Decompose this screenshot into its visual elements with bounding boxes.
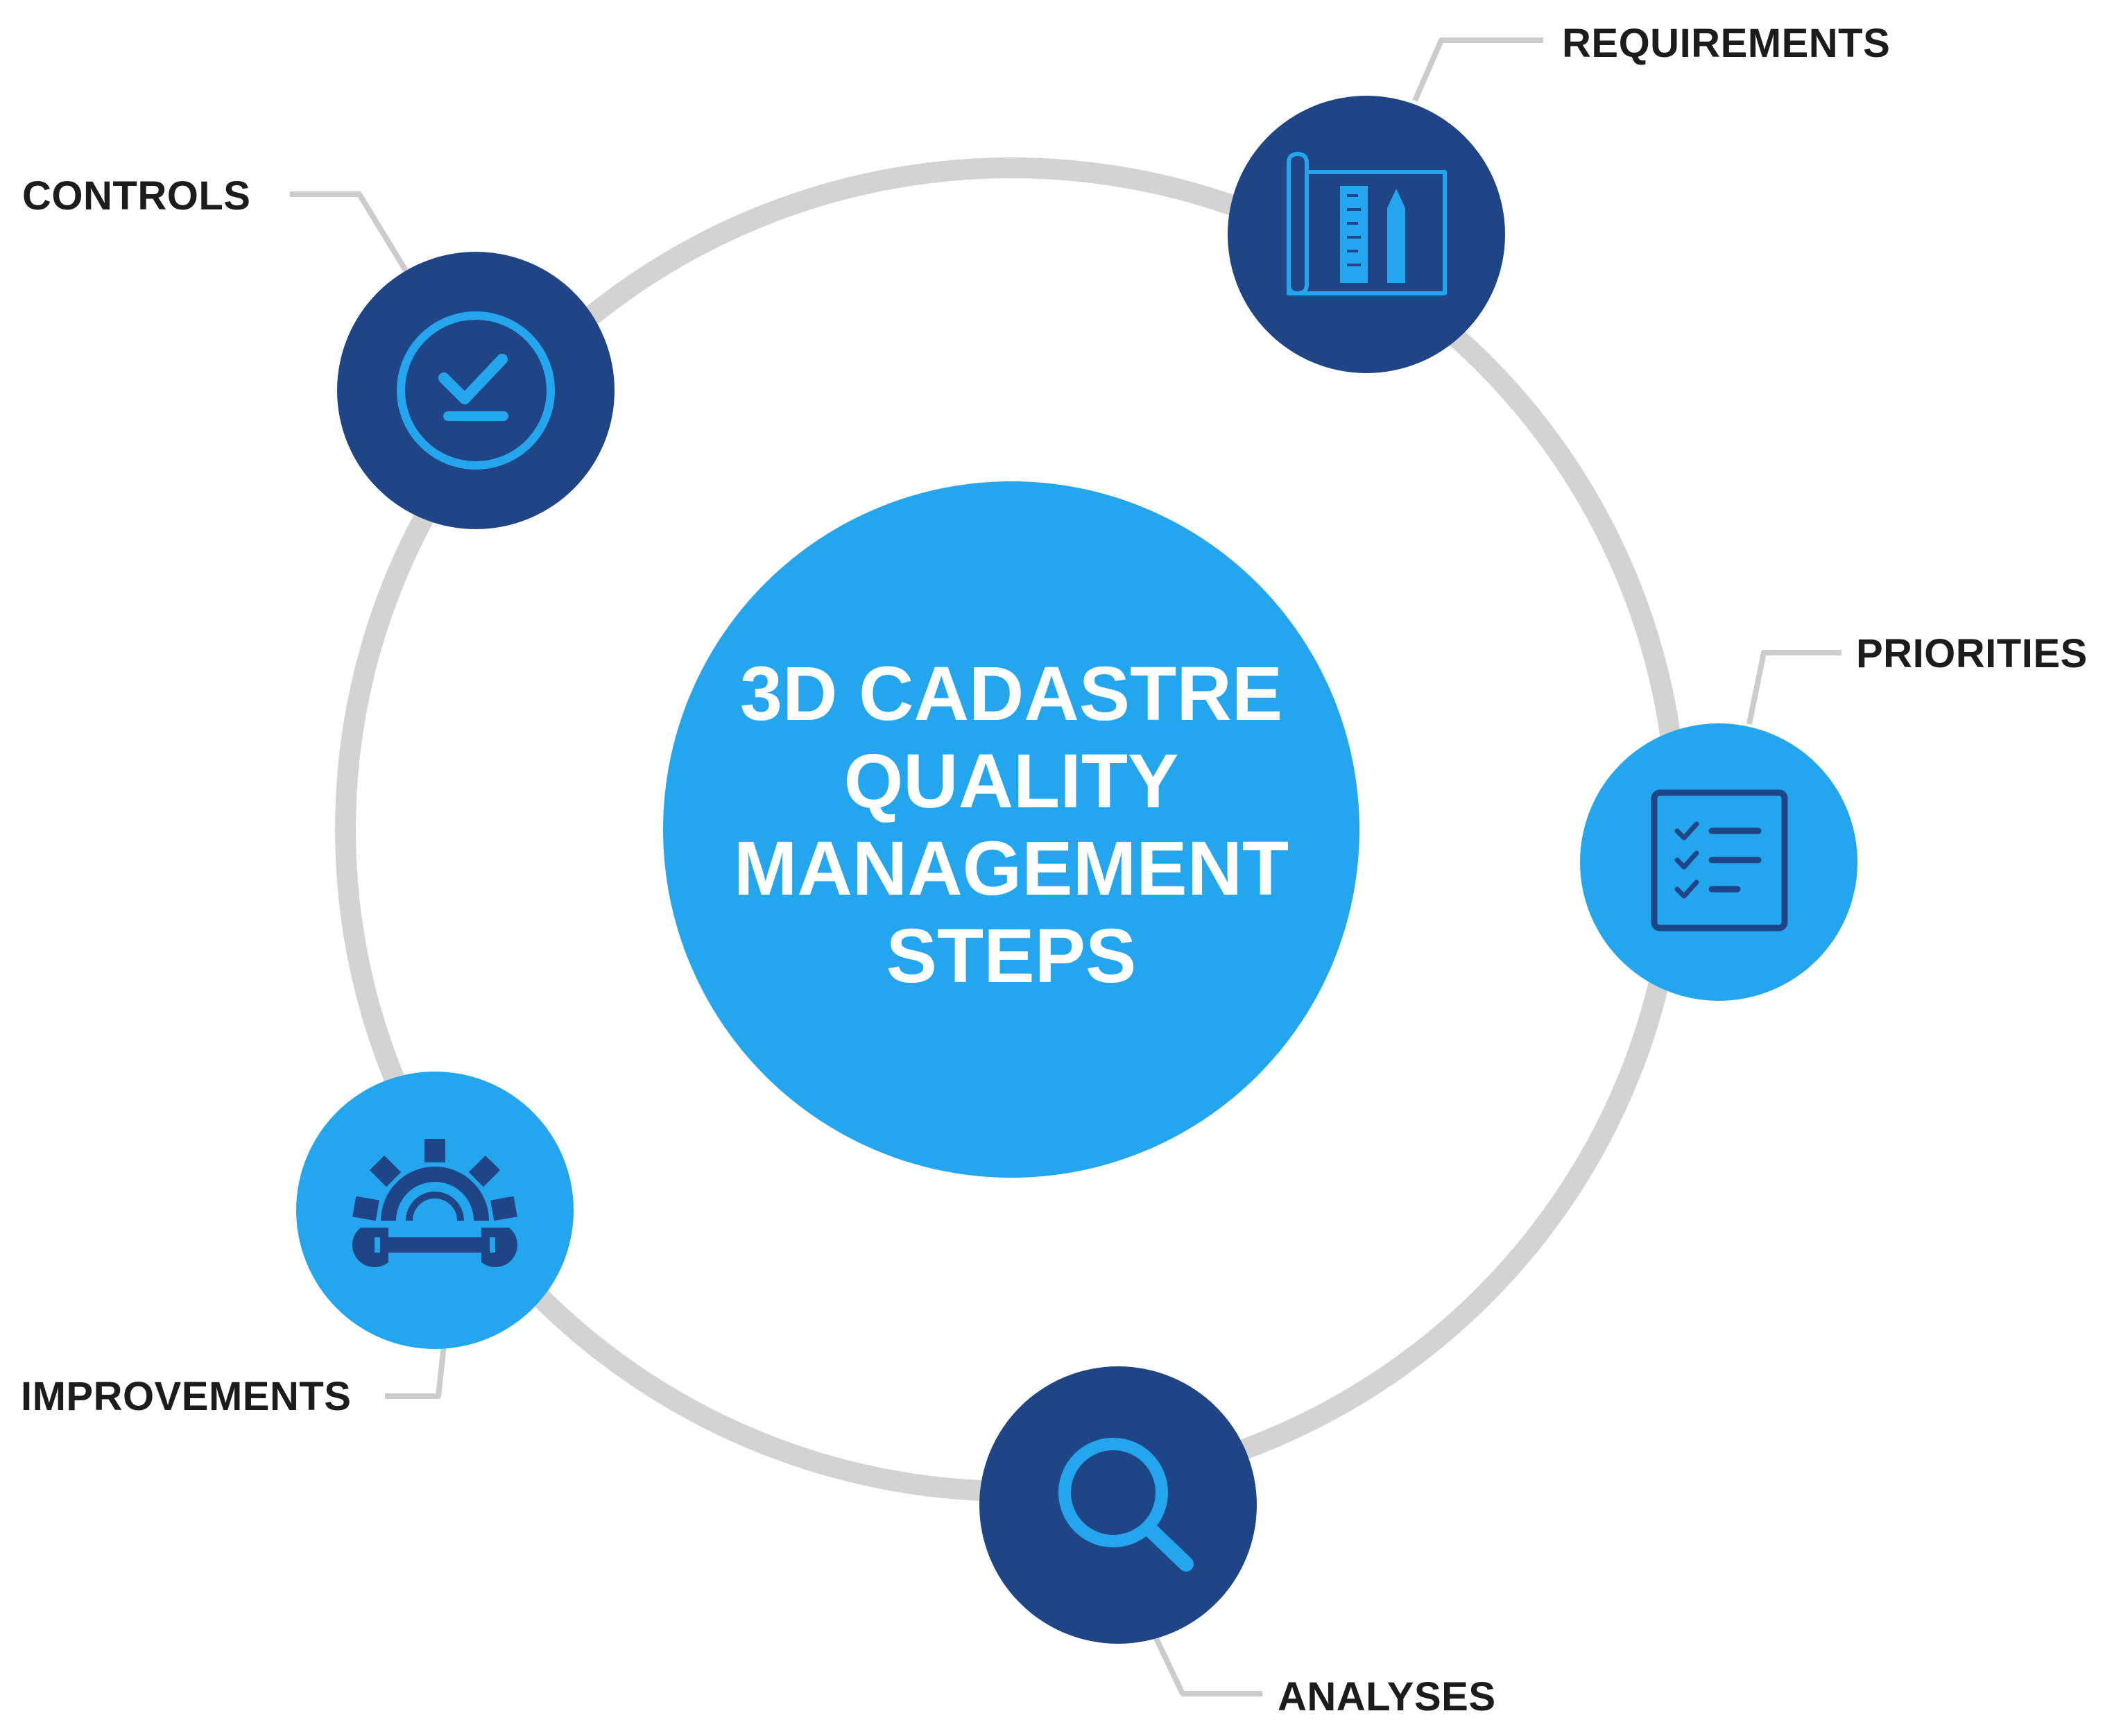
priorities-label: PRIORITIES: [1856, 631, 2088, 676]
gear-wrench-icon: [352, 1139, 518, 1268]
center-title-line-4: STEPS: [886, 913, 1137, 999]
center-title-line-1: 3D CADASTRE: [740, 651, 1282, 737]
checklist-icon: [1651, 789, 1788, 931]
analyses-label: ANALYSES: [1278, 1674, 1496, 1719]
center-title-line-2: QUALITY: [844, 739, 1179, 824]
requirements-node: [1228, 96, 1505, 373]
center-node: 3D CADASTRE QUALITY MANAGEMENT STEPS: [663, 481, 1359, 1178]
priorities-connector: [1746, 650, 1841, 725]
analyses-circle: [979, 1366, 1257, 1644]
center-circle: [663, 481, 1359, 1178]
analyses-connector: [1151, 1631, 1262, 1696]
controls-label: CONTROLS: [22, 173, 250, 218]
check-circle-icon: [397, 311, 555, 470]
blueprint-icon: [1287, 152, 1447, 295]
requirements-connector: [1412, 37, 1543, 102]
improvements-node: [296, 1072, 574, 1349]
controls-node: [337, 252, 615, 529]
center-title-line-3: MANAGEMENT: [734, 826, 1289, 911]
priorities-node: [1580, 723, 1857, 1001]
magnifier-icon: [1058, 1438, 1194, 1572]
improvements-connector: [385, 1345, 447, 1399]
requirements-label: REQUIREMENTS: [1562, 21, 1890, 66]
controls-connector: [290, 191, 409, 273]
improvements-circle: [296, 1072, 574, 1349]
improvements-label: IMPROVEMENTS: [21, 1374, 352, 1419]
analyses-node: [979, 1366, 1257, 1644]
